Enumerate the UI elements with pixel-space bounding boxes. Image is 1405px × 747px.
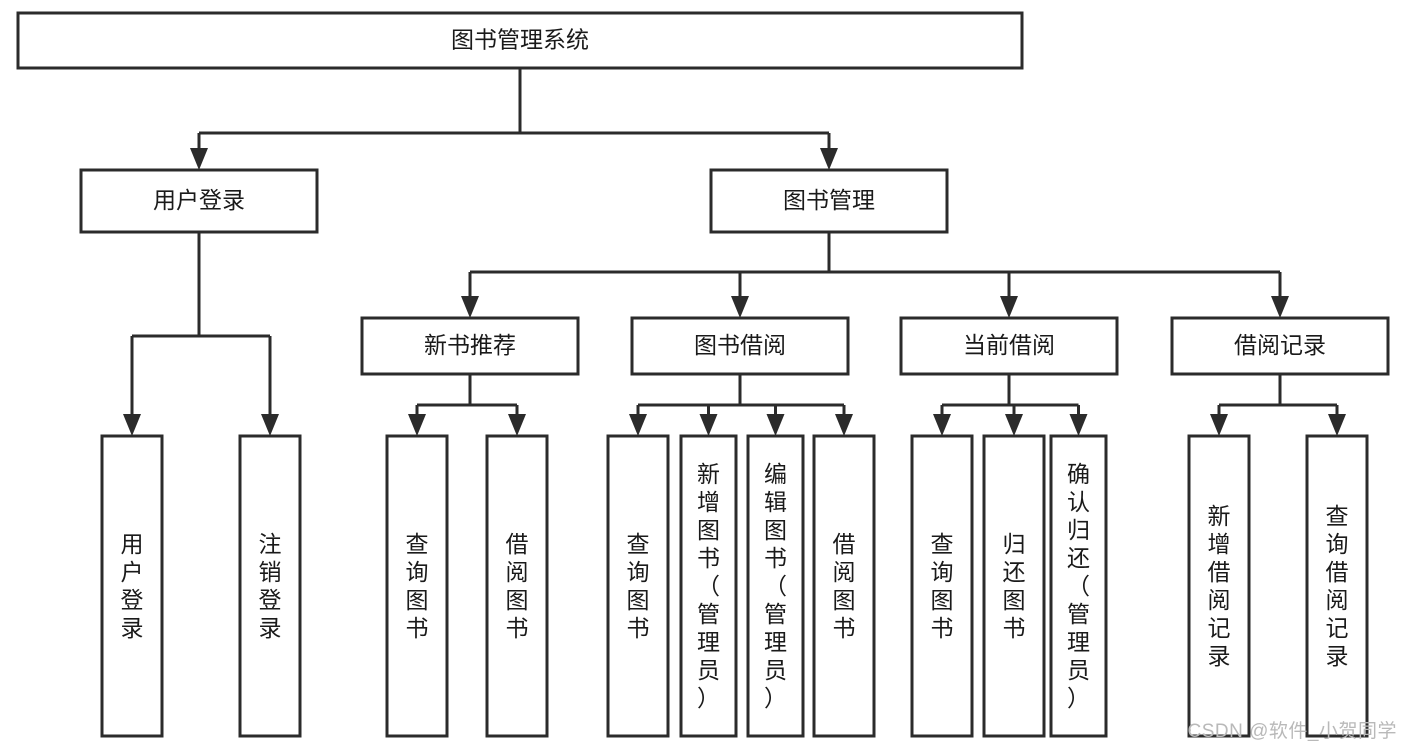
- node-leaf-add-record-label: 新增借阅记录: [1208, 503, 1231, 669]
- node-leaf-query-book-1-box[interactable]: [385, 434, 449, 738]
- arrow-head-icon: [123, 414, 141, 436]
- node-leaf-add-book-box[interactable]: [679, 434, 738, 738]
- node-new-book-rec[interactable]: 新书推荐: [360, 316, 580, 376]
- node-leaf-query-book-2-label: 查询图书: [627, 531, 650, 641]
- arrow-head-icon: [461, 296, 479, 318]
- arrow-head-icon: [1271, 296, 1289, 318]
- node-leaf-query-book-3-label: 查询图书: [931, 531, 954, 641]
- node-leaf-return-book-box[interactable]: [982, 434, 1046, 738]
- node-root-system[interactable]: 图书管理系统: [16, 11, 1024, 70]
- node-book-borrow-box[interactable]: [630, 316, 850, 376]
- node-leaf-user-login-label: 用户登录: [121, 531, 144, 641]
- node-leaf-query-book-3[interactable]: 查询图书: [910, 434, 974, 738]
- node-leaf-add-book-label: 新增图书（管理员）: [697, 461, 720, 711]
- node-user-login-box[interactable]: [79, 168, 319, 234]
- node-leaf-query-book-1[interactable]: 查询图书: [385, 434, 449, 738]
- node-leaf-query-record-box[interactable]: [1305, 434, 1369, 738]
- node-leaf-edit-book[interactable]: 编辑图书（管理员）: [746, 434, 805, 738]
- node-leaf-query-record[interactable]: 查询借阅记录: [1305, 434, 1369, 738]
- node-leaf-query-book-2[interactable]: 查询图书: [606, 434, 670, 738]
- node-current-borrow[interactable]: 当前借阅: [899, 316, 1119, 376]
- arrow-head-icon: [1210, 414, 1228, 436]
- node-leaf-borrow-book-2[interactable]: 借阅图书: [812, 434, 876, 738]
- node-leaf-borrow-book-2-label: 借阅图书: [833, 531, 856, 641]
- node-leaf-edit-book-label: 编辑图书（管理员）: [764, 461, 787, 711]
- node-leaf-query-book-3-box[interactable]: [910, 434, 974, 738]
- node-leaf-confirm-return-label: 确认归还（管理员）: [1067, 461, 1090, 711]
- node-leaf-return-book-label: 归还图书: [1003, 531, 1026, 641]
- node-root-system-label: 图书管理系统: [451, 27, 589, 53]
- node-leaf-borrow-book-1[interactable]: 借阅图书: [485, 434, 549, 738]
- node-leaf-edit-book-box[interactable]: [746, 434, 805, 738]
- node-leaf-confirm-return-box[interactable]: [1049, 434, 1108, 738]
- node-root-system-box[interactable]: [16, 11, 1024, 70]
- node-book-manage-box[interactable]: [709, 168, 949, 234]
- node-leaf-logout-box[interactable]: [238, 434, 302, 738]
- node-borrow-record[interactable]: 借阅记录: [1170, 316, 1390, 376]
- node-book-borrow-label: 图书借阅: [694, 332, 786, 358]
- arrow-head-icon: [261, 414, 279, 436]
- node-user-login[interactable]: 用户登录: [79, 168, 319, 234]
- node-leaf-borrow-book-1-box[interactable]: [485, 434, 549, 738]
- arrow-head-icon: [766, 414, 785, 436]
- node-book-manage[interactable]: 图书管理: [709, 168, 949, 234]
- arrow-head-icon: [508, 414, 526, 436]
- node-new-book-rec-box[interactable]: [360, 316, 580, 376]
- node-leaf-query-book-2-box[interactable]: [606, 434, 670, 738]
- node-leaf-query-book-1-label: 查询图书: [406, 531, 429, 641]
- arrow-head-icon: [933, 414, 951, 436]
- node-leaf-borrow-book-2-box[interactable]: [812, 434, 876, 738]
- node-leaf-return-book[interactable]: 归还图书: [982, 434, 1046, 738]
- arrow-head-icon: [1005, 414, 1023, 436]
- node-book-borrow[interactable]: 图书借阅: [630, 316, 850, 376]
- node-leaf-confirm-return[interactable]: 确认归还（管理员）: [1049, 434, 1108, 738]
- node-leaf-borrow-book-1-label: 借阅图书: [506, 531, 529, 641]
- arrow-head-icon: [629, 414, 647, 436]
- arrow-head-icon: [1000, 296, 1018, 318]
- arrow-head-icon: [699, 414, 718, 436]
- node-leaf-add-record-box[interactable]: [1187, 434, 1251, 738]
- node-leaf-add-record[interactable]: 新增借阅记录: [1187, 434, 1251, 738]
- arrow-head-icon: [408, 414, 426, 436]
- node-layer: 图书管理系统用户登录图书管理新书推荐图书借阅当前借阅借阅记录用户登录注销登录查询…: [16, 11, 1390, 738]
- node-new-book-rec-label: 新书推荐: [424, 332, 516, 358]
- node-current-borrow-label: 当前借阅: [963, 332, 1055, 358]
- node-leaf-logout-label: 注销登录: [259, 531, 282, 641]
- node-borrow-record-box[interactable]: [1170, 316, 1390, 376]
- node-book-manage-label: 图书管理: [783, 187, 875, 213]
- node-leaf-query-record-label: 查询借阅记录: [1326, 503, 1349, 669]
- node-borrow-record-label: 借阅记录: [1234, 332, 1326, 358]
- node-leaf-add-book[interactable]: 新增图书（管理员）: [679, 434, 738, 738]
- node-leaf-logout[interactable]: 注销登录: [238, 434, 302, 738]
- arrow-head-icon: [731, 296, 749, 318]
- arrow-head-icon: [1328, 414, 1346, 436]
- arrow-head-icon: [820, 148, 838, 170]
- node-current-borrow-box[interactable]: [899, 316, 1119, 376]
- connector-layer: [123, 68, 1346, 436]
- arrow-head-icon: [1069, 414, 1088, 436]
- arrow-head-icon: [190, 148, 208, 170]
- node-leaf-user-login-box[interactable]: [100, 434, 164, 738]
- arrow-head-icon: [835, 414, 853, 436]
- node-leaf-user-login[interactable]: 用户登录: [100, 434, 164, 738]
- node-user-login-label: 用户登录: [153, 187, 245, 213]
